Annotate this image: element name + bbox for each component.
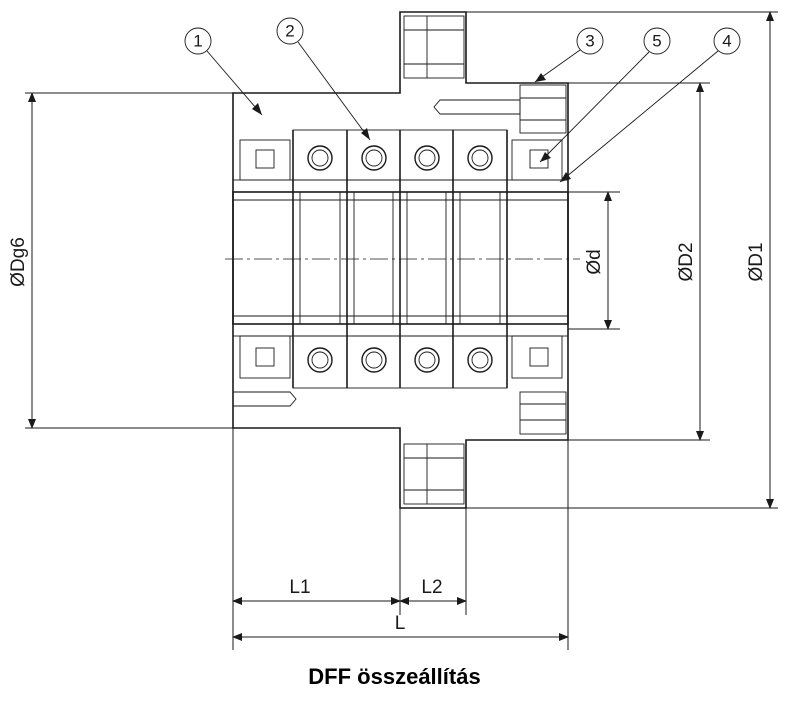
dim-d1-label: ØD1 xyxy=(746,242,767,281)
dim-d2-label: ØD2 xyxy=(676,242,697,281)
balls xyxy=(307,145,493,373)
dim-d-label: Ød xyxy=(584,249,605,274)
figure-caption: DFF összeállítás xyxy=(308,664,481,689)
dim-l1-label: L1 xyxy=(289,577,310,598)
dim-dg6-label: ØDg6 xyxy=(8,237,29,287)
callout-5: 5 xyxy=(652,32,661,51)
dimensions: ØDg6 Ød ØD2 ØD1 L1 L2 L xyxy=(8,11,778,650)
callouts: 1 2 3 5 4 xyxy=(184,17,741,183)
callout-3: 3 xyxy=(585,32,594,51)
callout-2: 2 xyxy=(285,22,294,41)
callout-1: 1 xyxy=(193,32,202,51)
callout-4: 4 xyxy=(722,32,731,51)
dim-l-label: L xyxy=(395,613,406,634)
dim-l2-label: L2 xyxy=(421,577,442,598)
